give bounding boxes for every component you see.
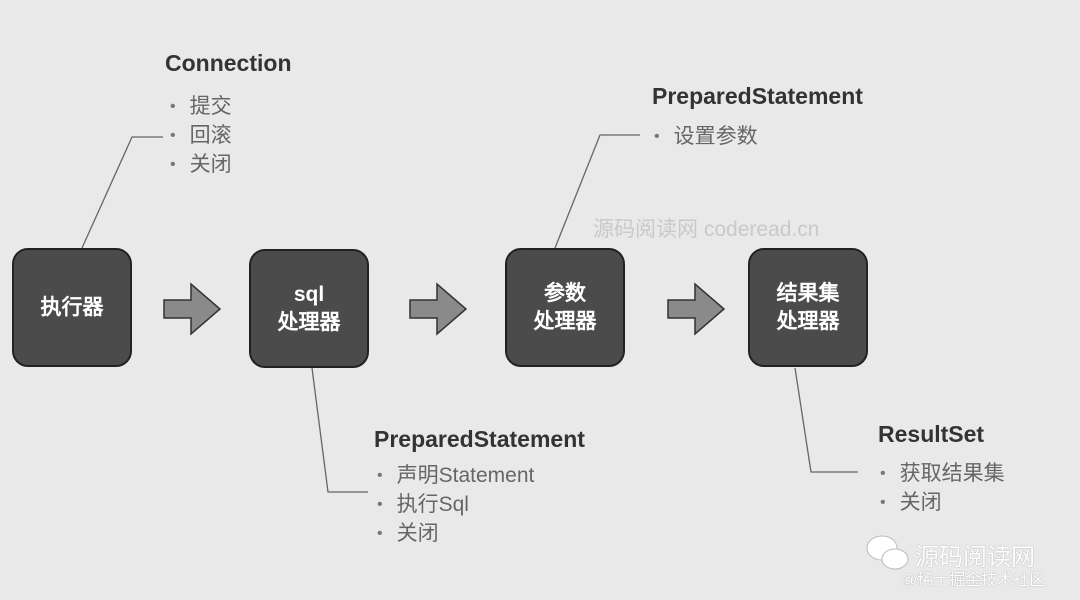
watermark-community: @稀土掘金技术社区: [901, 572, 1046, 589]
sql-handler-box: sql 处理器: [249, 249, 369, 368]
list-item: 回滚: [170, 121, 232, 150]
connection-title: Connection: [165, 50, 292, 76]
watermark-brand: 源码阅读网: [915, 544, 1035, 571]
list-item: 关闭: [880, 488, 1005, 517]
sql-list: 声明Statement 执行Sql 关闭: [377, 461, 535, 548]
resultset-title: ResultSet: [878, 421, 985, 447]
list-item: 声明Statement: [377, 461, 535, 490]
list-item: 关闭: [170, 150, 232, 179]
sql-title: PreparedStatement: [374, 426, 585, 452]
list-item: 获取结果集: [880, 459, 1005, 488]
box-label: 处理器: [776, 309, 840, 333]
connection-list: 提交 回滚 关闭: [170, 92, 232, 179]
executor-box: 执行器: [12, 248, 132, 367]
box-label: 执行器: [40, 295, 104, 319]
connector-line: [554, 134, 640, 249]
box-label: 处理器: [277, 310, 341, 334]
parameter-handler-box: 参数 处理器: [505, 248, 625, 367]
watermark-center: 源码阅读网 coderead.cn: [593, 218, 820, 241]
arrow-icon: [409, 282, 468, 336]
box-label: 参数: [544, 281, 586, 305]
box-label: 处理器: [533, 309, 597, 333]
list-item: 执行Sql: [377, 490, 534, 519]
box-label: 结果集: [776, 281, 840, 305]
box-label: sql: [293, 282, 325, 306]
connector-line: [81, 136, 163, 249]
arrow-icon: [667, 282, 726, 336]
connector-line: [311, 367, 368, 493]
resultset-handler-box: 结果集 处理器: [748, 248, 868, 367]
list-item: 提交: [170, 92, 232, 121]
list-item: 关闭: [377, 519, 534, 548]
list-item: 设置参数: [654, 122, 758, 151]
param-title: PreparedStatement: [652, 83, 863, 109]
param-list: 设置参数: [654, 122, 758, 151]
resultset-list: 获取结果集 关闭: [880, 459, 1005, 517]
wechat-icon: [866, 535, 909, 570]
arrow-icon: [163, 282, 222, 336]
connector-line: [794, 367, 858, 473]
